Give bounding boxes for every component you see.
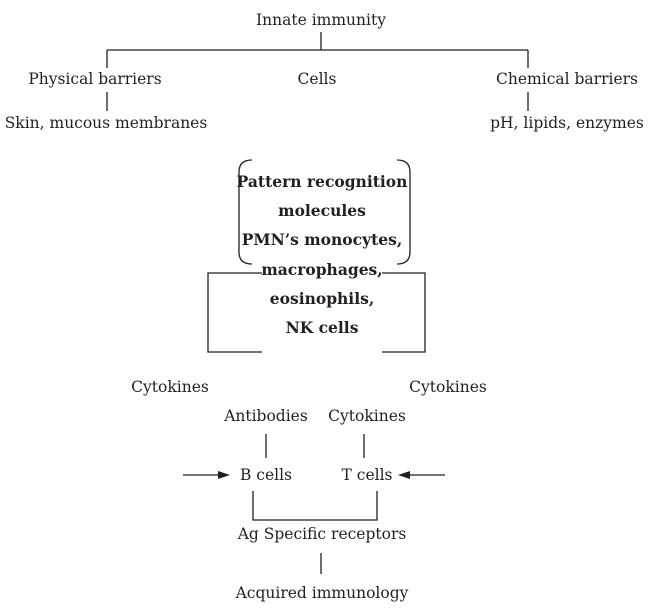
chemical-barriers-label: Chemical barriers [496,70,638,88]
cell-box-line-5: eosinophils, [269,289,375,308]
b-cells-label: B cells [239,466,293,484]
right-round-bracket [396,159,411,265]
chemical-barriers-detail: pH, lipids, enzymes [490,114,644,132]
left-square-bracket [207,272,262,353]
antibodies-label: Antibodies [224,407,308,425]
cell-box-line-3: PMN’s monocytes, [241,230,403,249]
cells-bracket [252,491,378,521]
cell-box-line-1: Pattern recognition [236,172,408,191]
right-square-bracket [382,272,426,353]
receptors-label: Ag Specific receptors [237,525,407,543]
left-round-bracket [238,159,253,265]
cells-label: Cells [297,70,337,88]
t-cells-label: T cells [341,466,393,484]
left-arrowhead [218,471,230,479]
right-arrowhead [398,471,410,479]
physical-barriers-label: Physical barriers [28,70,162,88]
cytokines-mid-label: Cytokines [328,407,406,425]
acquired-immunology-label: Acquired immunology [235,584,409,602]
physical-barriers-detail: Skin, mucous membranes [4,114,208,132]
cell-box-line-6: NK cells [285,318,359,337]
cell-box-line-4: macrophages, [261,260,383,279]
cytokines-left-label: Cytokines [131,378,209,396]
cytokines-right-label: Cytokines [409,378,487,396]
cell-box-line-2: molecules [278,201,366,220]
root-label: Innate immunity [256,11,386,29]
